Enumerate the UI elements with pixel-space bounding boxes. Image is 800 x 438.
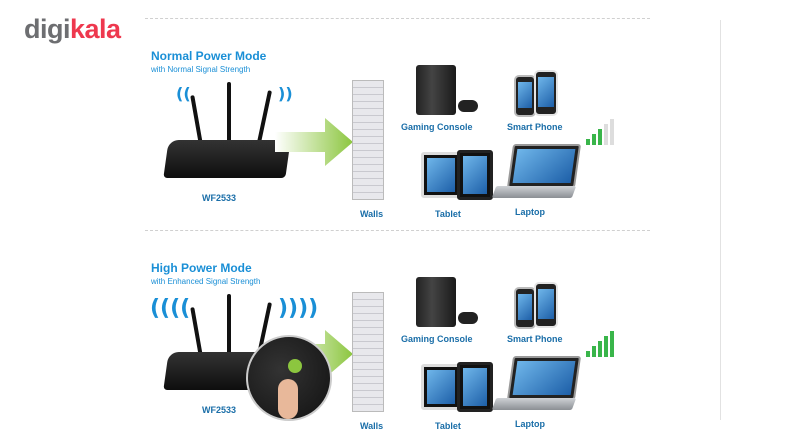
power-button-closeup [246, 335, 332, 421]
signal-bar [604, 124, 608, 145]
gaming-console-label: Gaming Console [401, 122, 473, 132]
arrow-right-icon [275, 118, 353, 166]
wifi-waves-right-icon: )) [278, 84, 293, 103]
signal-bar [598, 341, 602, 357]
smartphone-image-2 [534, 70, 558, 116]
tablet-label: Tablet [435, 209, 461, 219]
laptop-label: Laptop [515, 419, 545, 429]
signal-bar [604, 336, 608, 357]
wall-image [352, 292, 384, 412]
gamepad-icon [458, 312, 478, 324]
mode-subtitle: with Normal Signal Strength [151, 65, 251, 74]
gaming-console-label: Gaming Console [401, 334, 473, 344]
gamepad-icon [458, 100, 478, 112]
gaming-console-image [416, 65, 456, 115]
power-mode-panel: Normal Power Mode with Normal Signal Str… [0, 0, 720, 219]
signal-bar [586, 139, 590, 145]
signal-bar [610, 119, 614, 145]
signal-bar [598, 129, 602, 145]
wall-image [352, 80, 384, 200]
signal-bar [592, 134, 596, 145]
tablet-image [421, 364, 461, 410]
wifi-waves-left-icon: (((( [150, 296, 191, 321]
laptop-label: Laptop [515, 207, 545, 217]
signal-strength-icon [586, 118, 614, 145]
smart-phone-label: Smart Phone [507, 122, 563, 132]
top-divider [145, 18, 650, 19]
signal-strength-icon [586, 330, 614, 357]
vertical-divider [720, 20, 721, 420]
power-mode-panel: High Power Mode with Enhanced Signal Str… [0, 212, 720, 431]
router-label: WF2533 [202, 405, 237, 415]
walls-label: Walls [360, 209, 384, 219]
wifi-waves-left-icon: (( [176, 84, 191, 103]
tablet-image-2 [457, 362, 493, 412]
walls-label: Walls [360, 421, 384, 431]
smartphone-image [514, 287, 536, 329]
gaming-console-image [416, 277, 456, 327]
smart-phone-label: Smart Phone [507, 334, 563, 344]
tablet-image-2 [457, 150, 493, 200]
signal-bar [610, 331, 614, 357]
mode-subtitle: with Enhanced Signal Strength [151, 277, 261, 286]
laptop-keyboard [491, 186, 577, 198]
signal-bar [586, 351, 590, 357]
smartphone-image [514, 75, 536, 117]
mode-title: Normal Power Mode [151, 49, 267, 63]
wifi-waves-right-icon: )))) [278, 296, 319, 321]
tablet-image [421, 152, 461, 198]
tablet-label: Tablet [435, 421, 461, 431]
signal-bar [592, 346, 596, 357]
laptop-image [506, 144, 582, 188]
digikala-logo: digikala [24, 14, 121, 44]
router-label: WF2533 [202, 193, 237, 203]
laptop-keyboard [491, 398, 577, 410]
middle-divider [145, 230, 650, 231]
mode-title: High Power Mode [151, 261, 252, 275]
smartphone-image-2 [534, 282, 558, 328]
laptop-image [506, 356, 582, 400]
